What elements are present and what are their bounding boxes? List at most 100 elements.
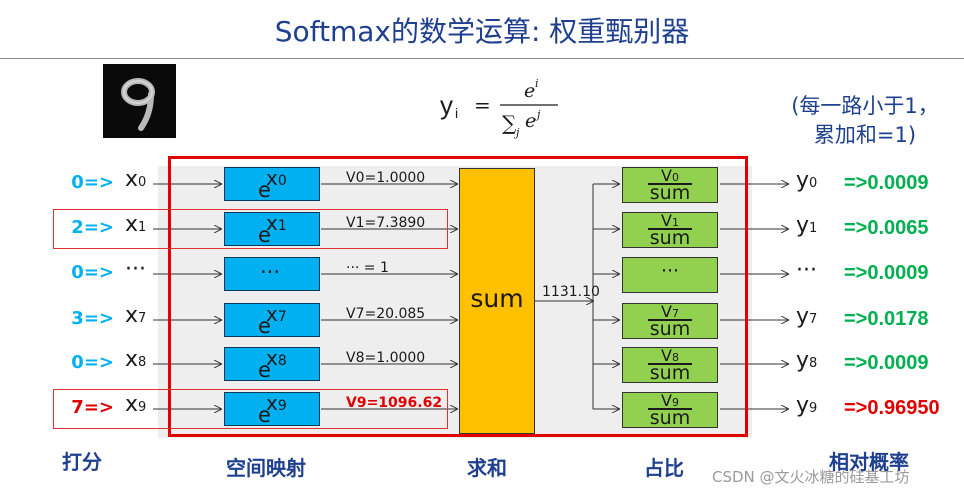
formula-den-sub: j: [513, 126, 520, 139]
exp-exponent: x0: [266, 166, 287, 190]
input-x-label: x8: [125, 347, 146, 372]
exp-index: 0: [277, 173, 287, 189]
exp-index: 8: [277, 353, 287, 369]
probability-value: =>0.0065: [844, 217, 929, 239]
y-symbol: y: [796, 348, 810, 373]
exp-base-e: e: [258, 403, 271, 427]
watermark: CSDN @文火冰糖的硅基工坊: [712, 468, 910, 486]
ratio-fraction-bar: [648, 363, 692, 365]
y-symbol: y: [796, 304, 810, 329]
exp-x: x: [266, 391, 278, 415]
sum-block: [459, 168, 535, 434]
probability-value: =>0.0178: [844, 308, 929, 330]
sum-total-value: 1131.10: [542, 284, 600, 300]
x-symbol: x: [125, 167, 139, 192]
ratio-ellipsis: ···: [660, 260, 680, 282]
formula-num-sup: i: [535, 77, 539, 90]
ratio-denominator: sum: [649, 362, 691, 384]
output-y-label: ···: [796, 258, 817, 283]
numerator-subscript: 7: [671, 307, 679, 320]
exp-value-label: V9=1096.62: [346, 395, 443, 411]
ratio-denominator: sum: [649, 318, 691, 340]
exp-value-label: V0=1.0000: [346, 170, 426, 186]
exp-box: [224, 392, 320, 426]
exp-box: [224, 257, 320, 291]
input-x-label: x0: [125, 167, 146, 192]
output-y-label: y0: [796, 168, 817, 193]
probability-value: =>0.96950: [844, 397, 940, 419]
label-proportion: 占比: [644, 456, 684, 480]
exp-value-label: V7=20.085: [346, 306, 426, 322]
exp-exponent: x1: [266, 211, 287, 235]
exp-box: [224, 347, 320, 381]
ratio-numerator: V8: [622, 348, 718, 365]
y-subscript: 9: [809, 401, 818, 416]
sum-label: sum: [470, 284, 524, 313]
output-y-label: y7: [796, 304, 817, 329]
formula-lhs-sub: i: [455, 105, 458, 121]
output-y-label: y9: [796, 393, 817, 418]
exp-value-label: V8=1.0000: [346, 350, 426, 366]
y-subscript: 8: [809, 356, 818, 371]
probability-value: =>0.0009: [844, 352, 929, 374]
exp-exponent: x9: [266, 391, 287, 415]
x-subscript: 0: [138, 175, 147, 190]
row-highlight-box: [53, 209, 448, 249]
exp-base-e: e: [258, 178, 271, 202]
y-subscript: 0: [809, 176, 818, 191]
ratio-denominator: sum: [649, 227, 691, 249]
x-symbol: ···: [125, 257, 146, 282]
exp-box: [224, 167, 320, 201]
input-x-label: x9: [125, 392, 146, 417]
note-line-2: 累加和=1): [813, 123, 917, 147]
label-scoring: 打分: [62, 450, 102, 474]
y-symbol: y: [796, 393, 810, 418]
numerator-v: V: [661, 391, 672, 410]
x-symbol: x: [125, 212, 139, 237]
title-divider: [0, 58, 964, 59]
ratio-numerator: V9: [622, 393, 718, 410]
exp-index: 9: [277, 398, 287, 414]
ratio-box: [622, 347, 718, 383]
formula-den-sup: j: [534, 108, 541, 121]
exp-base-e: e: [258, 223, 271, 247]
ratio-box: [622, 392, 718, 428]
numerator-subscript: 1: [671, 216, 679, 229]
input-x-label: x7: [125, 303, 146, 328]
ratio-box: [622, 303, 718, 339]
exp-base-e: e: [258, 314, 271, 338]
label-space-mapping: 空间映射: [226, 456, 306, 480]
probability-value: =>0.0009: [844, 172, 929, 194]
ratio-denominator: sum: [649, 407, 691, 429]
exp-ellipsis: ···: [260, 260, 281, 284]
process-frame: [168, 156, 748, 437]
probability-value: =>0.0009: [844, 262, 929, 284]
row-highlight-box: [53, 389, 448, 429]
ratio-box: [622, 212, 718, 248]
exp-x: x: [266, 211, 278, 235]
x-subscript: 8: [138, 355, 147, 370]
ratio-numerator: V1: [622, 213, 718, 230]
x-subscript: 9: [138, 400, 147, 415]
label-relative-probability: 相对概率: [829, 450, 909, 474]
exp-base-e: e: [258, 358, 271, 382]
ratio-box: [622, 257, 718, 293]
score-label: 2=>: [71, 217, 114, 238]
ratio-fraction-bar: [648, 183, 692, 185]
output-y-label: y1: [796, 213, 817, 238]
numerator-v: V: [661, 346, 672, 365]
label-summation: 求和: [467, 456, 507, 480]
input-x-label: ···: [125, 257, 146, 282]
exp-value-label: ··· = 1: [346, 260, 389, 276]
x-subscript: 7: [138, 311, 147, 326]
formula-den-base: e: [525, 110, 536, 132]
ratio-numerator: V7: [622, 304, 718, 321]
exp-box: [224, 212, 320, 246]
ratio-fraction-bar: [648, 228, 692, 230]
page-title: Softmax的数学运算: 权重甄别器: [274, 15, 690, 48]
exp-value-label: V1=7.3890: [346, 215, 426, 231]
numerator-v: V: [661, 302, 672, 321]
input-x-label: x1: [125, 212, 146, 237]
x-symbol: x: [125, 392, 139, 417]
